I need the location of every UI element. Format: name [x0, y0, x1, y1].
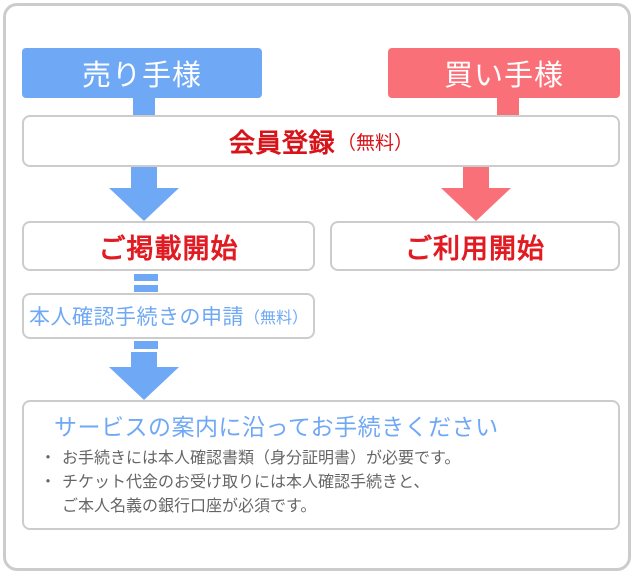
notice-bullet-icon: ・: [40, 449, 57, 467]
step-box-member-registration: 会員登録 （無料）: [22, 115, 620, 167]
role-header-seller: 売り手様: [22, 48, 262, 98]
role-header-buyer: 買い手様: [388, 48, 620, 98]
role-header-buyer-label: 買い手様: [443, 60, 564, 92]
connector-stub-seller-to-register: [133, 98, 155, 118]
notice-list-item: ・ チケット代金のお受け取りには本人確認手続きと、: [40, 471, 602, 494]
arrow-down-buyer-register-to-using: [441, 167, 511, 221]
notice-box: サービスの案内に沿ってお手続きください ・ お手続きには本人確認書類（身分証明書…: [22, 400, 620, 530]
connector-stub-buyer-to-register: [497, 98, 519, 118]
arrow-down-verify-to-notice: [109, 352, 179, 400]
member-registration-free-note: （無料）: [337, 132, 414, 154]
identity-verification-label: 本人確認手続きの申請: [28, 306, 244, 329]
notice-item-text: お手続きには本人確認書類（身分証明書）が必要です。: [62, 449, 461, 467]
notice-heading: サービスの案内に沿ってお手続きください: [54, 414, 499, 440]
step-box-using-start: ご利用開始: [330, 221, 620, 271]
listing-start-label: ご掲載開始: [98, 233, 239, 264]
arrow-down-seller-register-to-listing: [109, 167, 179, 221]
connector-stub-verify-to-notice: [134, 341, 158, 349]
identity-verification-free-note: （無料）: [243, 310, 308, 327]
role-header-seller-label: 売り手様: [81, 60, 202, 92]
notice-list-item: ・ お手続きには本人確認書類（身分証明書）が必要です。: [40, 447, 602, 470]
connector-stub-listing-to-verify-upper: [134, 274, 158, 281]
connector-stub-listing-to-verify-lower: [134, 285, 158, 292]
member-registration-label: 会員登録: [228, 127, 335, 158]
step-box-listing-start: ご掲載開始: [22, 221, 315, 271]
notice-list: ・ お手続きには本人確認書類（身分証明書）が必要です。 ・ チケット代金のお受け…: [40, 447, 602, 494]
notice-item-text: チケット代金のお受け取りには本人確認手続きと、: [62, 473, 430, 491]
using-start-label: ご利用開始: [405, 233, 545, 264]
notice-item-continuation-text: ご本人名義の銀行口座が必須です。: [62, 497, 317, 515]
step-box-identity-verification: 本人確認手続きの申請 （無料）: [22, 293, 315, 339]
notice-bullet-icon: ・: [40, 473, 57, 491]
